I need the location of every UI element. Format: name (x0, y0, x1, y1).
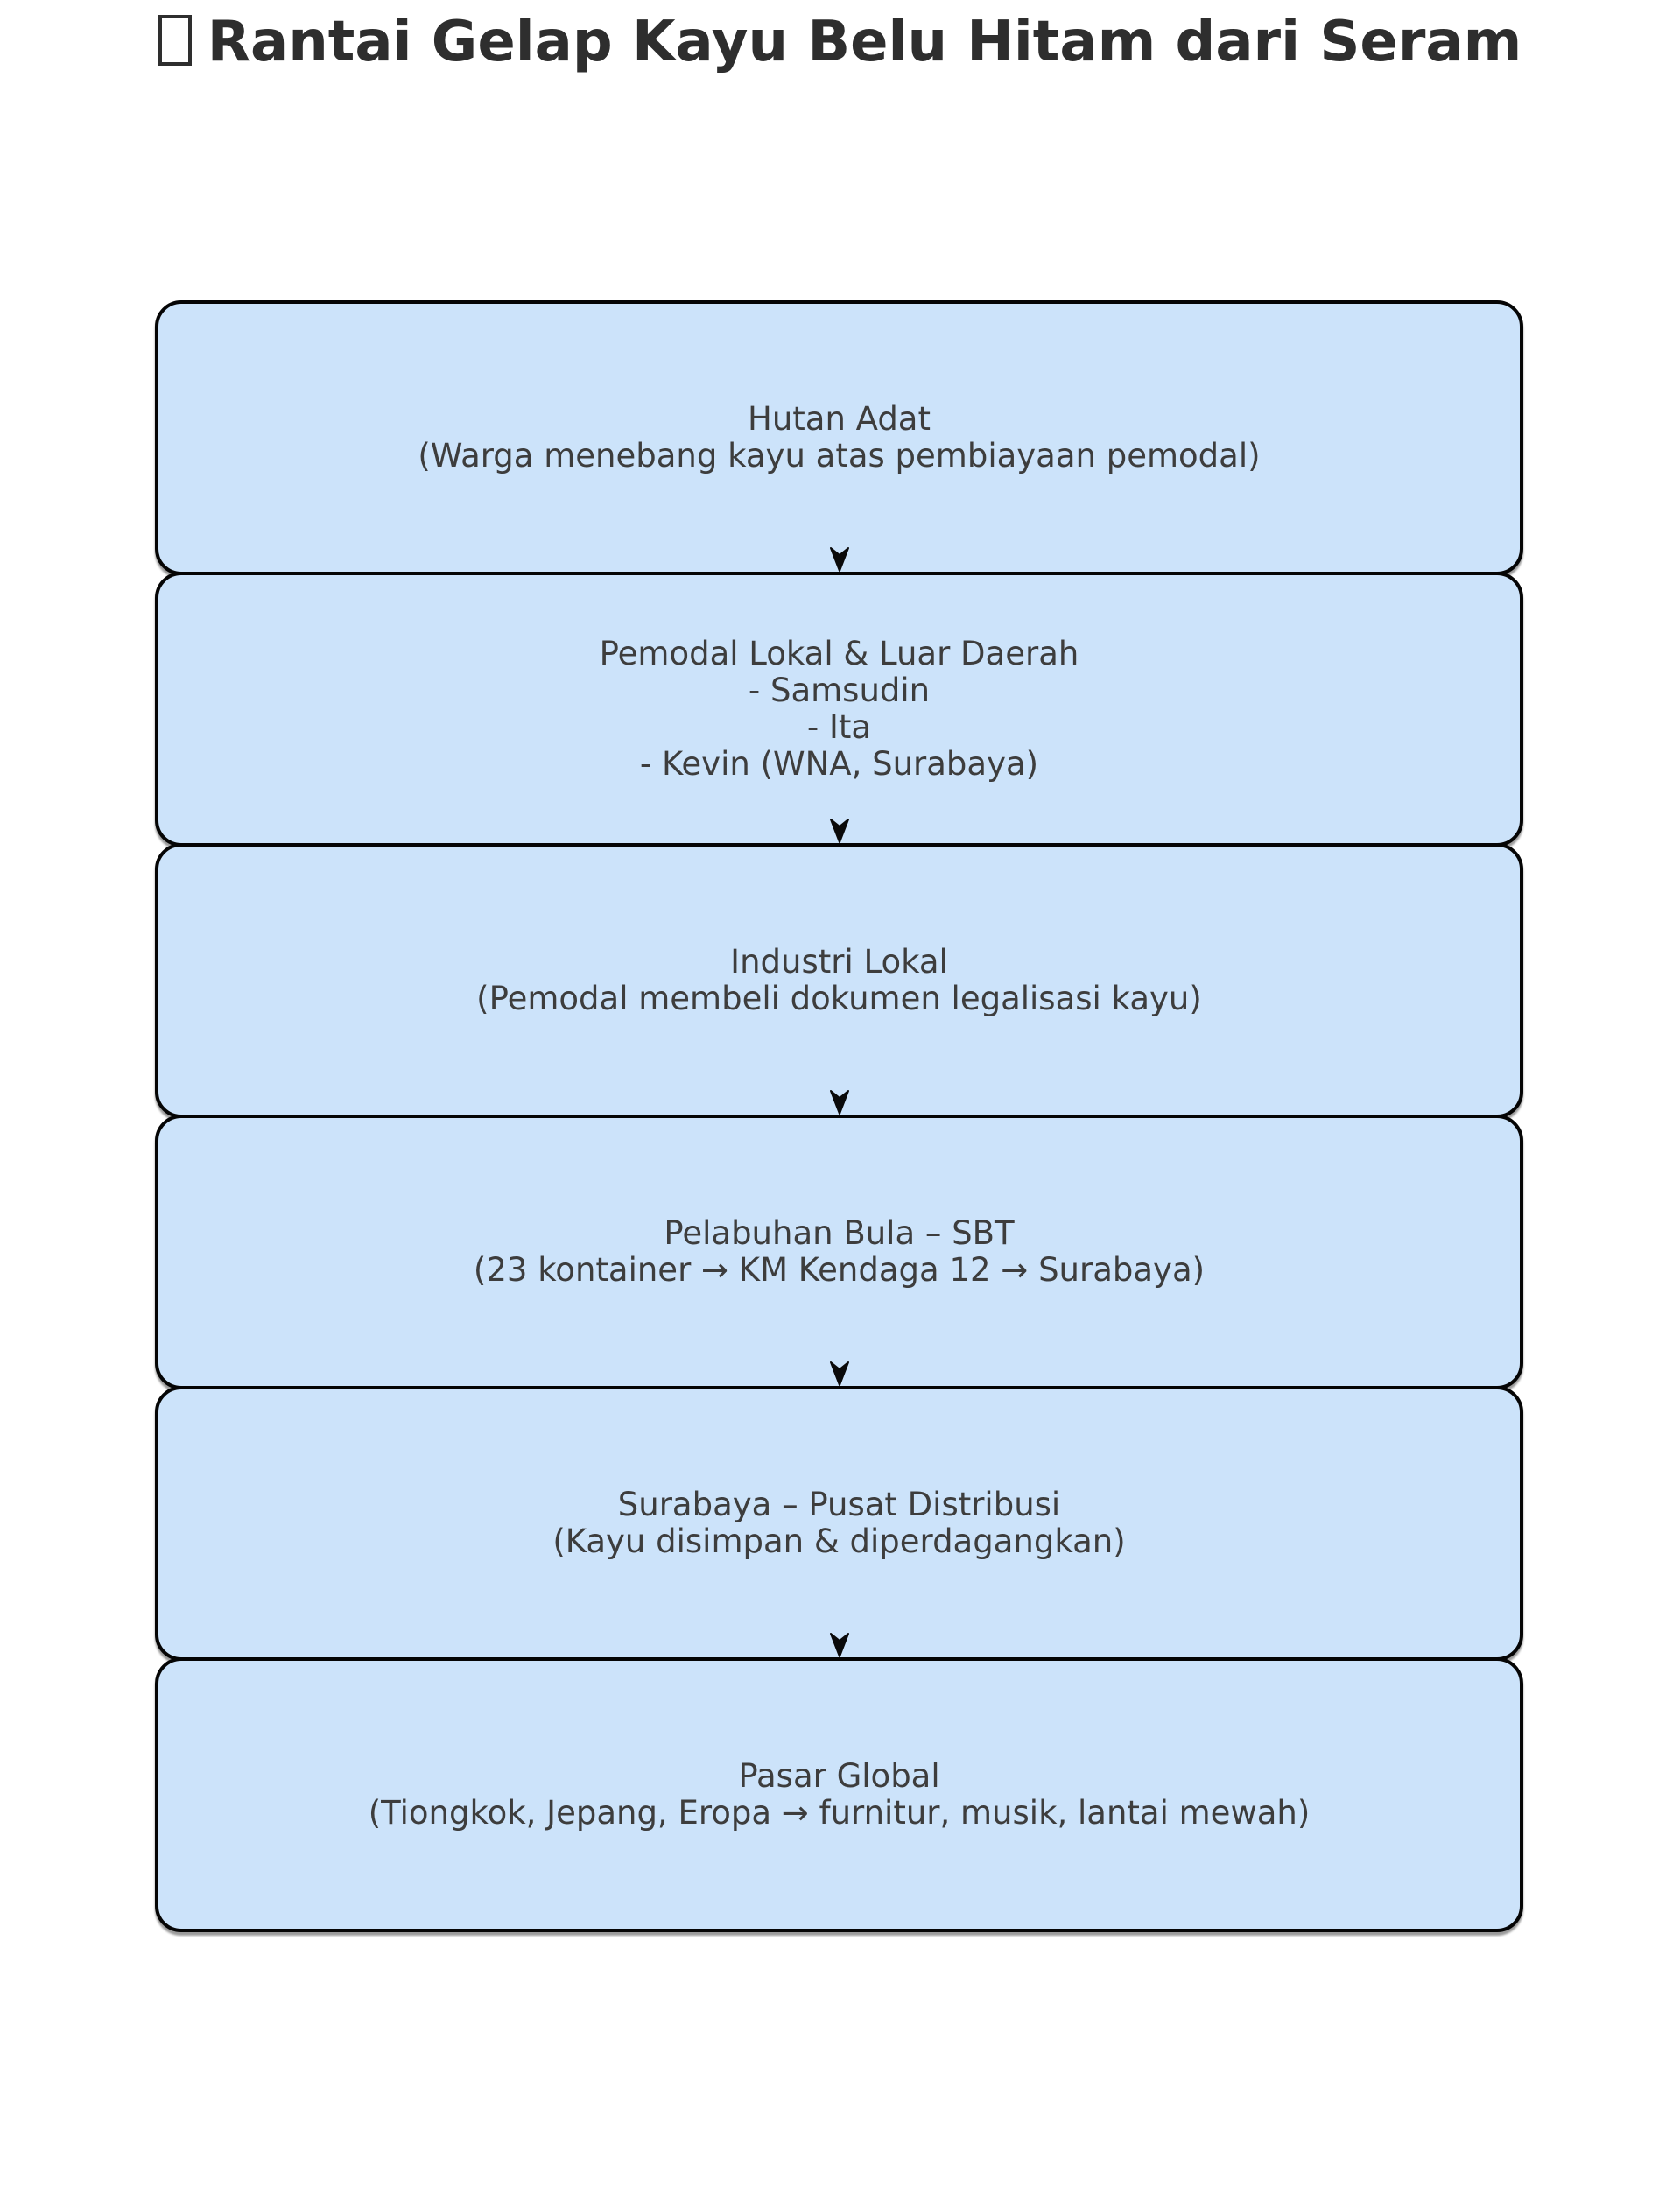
node-list-item: - Ita (806, 708, 872, 746)
flow-node-hutan-adat: Hutan Adat (Warga menebang kayu atas pem… (155, 300, 1523, 575)
node-title: Pemodal Lokal & Luar Daerah (599, 635, 1079, 672)
arrow-down-icon (829, 1633, 849, 1657)
arrow-down-icon (829, 547, 849, 572)
arrow-down-icon (829, 819, 849, 843)
flow-node-surabaya-pusat-distribusi: Surabaya – Pusat Distribusi (Kayu disimp… (155, 1361, 1523, 1661)
node-subtitle: (Tiongkok, Jepang, Eropa → furnitur, mus… (368, 1794, 1311, 1832)
flow-node-pelabuhan-bula-sbt: Pelabuhan Bula – SBT (23 kontainer → KM … (155, 1090, 1523, 1389)
node-subtitle: (23 kontainer → KM Kendaga 12 → Surabaya… (473, 1251, 1206, 1289)
node-title: Hutan Adat (748, 400, 931, 438)
missing-glyph-icon (158, 15, 192, 66)
node-title: Industri Lokal (730, 943, 948, 981)
node-subtitle: (Kayu disimpan & diperdagangkan) (552, 1522, 1126, 1560)
node-subtitle: (Warga menebang kayu atas pembiayaan pem… (418, 437, 1261, 475)
arrow-down-icon (829, 1090, 849, 1115)
flow-node-pasar-global: Pasar Global (Tiongkok, Jepang, Eropa → … (155, 1633, 1523, 1932)
flow-node-industri-lokal: Industri Lokal (Pemodal membeli dokumen … (155, 819, 1523, 1118)
page-title: Rantai Gelap Kayu Belu Hitam dari Seram (0, 5, 1680, 79)
node-title: Pasar Global (738, 1757, 940, 1795)
node-list-item: - Samsudin (748, 672, 931, 709)
flow-node-pemodal-lokal-luar-daerah: Pemodal Lokal & Luar Daerah - Samsudin -… (155, 547, 1523, 847)
node-subtitle: (Pemodal membeli dokumen legalisasi kayu… (476, 980, 1202, 1017)
node-title: Pelabuhan Bula – SBT (664, 1214, 1015, 1252)
flowchart: Hutan Adat (Warga menebang kayu atas pem… (155, 300, 1523, 1932)
node-list-item: - Kevin (WNA, Surabaya) (639, 745, 1039, 783)
page-title-text: Rantai Gelap Kayu Belu Hitam dari Seram (207, 10, 1522, 74)
node-title: Surabaya – Pusat Distribusi (617, 1486, 1061, 1523)
arrow-down-icon (829, 1361, 849, 1386)
